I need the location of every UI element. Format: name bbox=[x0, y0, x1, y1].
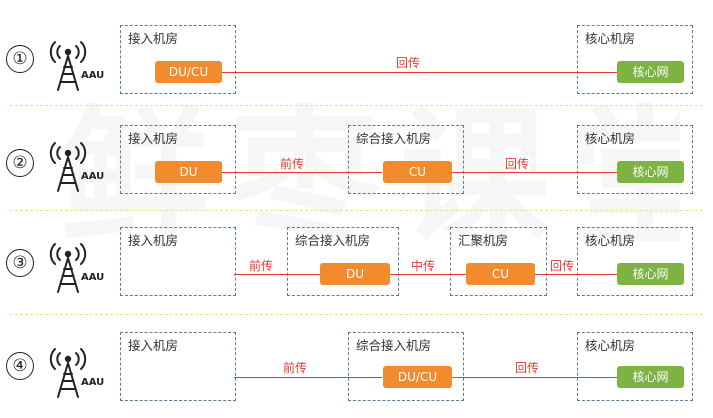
room-title: 核心机房 bbox=[585, 233, 636, 248]
room-title: 接入机房 bbox=[128, 338, 179, 353]
core-network-box: 核心网 bbox=[617, 366, 684, 388]
fronthaul-link bbox=[234, 377, 382, 378]
core-network-box: 核心网 bbox=[617, 263, 684, 285]
backhaul-link bbox=[452, 377, 618, 378]
aau-label: AAU bbox=[81, 171, 105, 182]
aau-label: AAU bbox=[81, 70, 105, 81]
row-3: ③ AAU 接入机房 综合接入机房 汇聚机房 核心机房 前传 中传 回传 DU … bbox=[0, 210, 713, 314]
integrated-access-room: 综合接入机房 bbox=[348, 125, 464, 194]
row-4: ④ AAU 接入机房 综合接入机房 核心机房 前传 回传 DU/CU 核心网 bbox=[0, 314, 713, 418]
midhaul-link bbox=[390, 274, 466, 275]
fronthaul-label: 前传 bbox=[281, 359, 309, 376]
du-cu-box: DU/CU bbox=[383, 366, 452, 388]
backhaul-label: 回传 bbox=[503, 155, 531, 172]
backhaul-label: 回传 bbox=[548, 257, 576, 274]
row-number: ② bbox=[6, 149, 34, 177]
aau-label: AAU bbox=[81, 377, 105, 388]
row-separator bbox=[10, 210, 703, 211]
room-title: 汇聚机房 bbox=[458, 233, 509, 248]
core-network-box: 核心网 bbox=[617, 61, 684, 83]
room-title: 核心机房 bbox=[585, 338, 636, 353]
room-title: 接入机房 bbox=[128, 131, 179, 146]
access-room: 接入机房 bbox=[120, 125, 236, 194]
du-box: DU bbox=[320, 263, 390, 285]
row-number: ③ bbox=[6, 249, 34, 277]
fronthaul-link bbox=[222, 172, 382, 173]
radio-tower-icon bbox=[44, 135, 114, 195]
room-title: 综合接入机房 bbox=[356, 131, 432, 146]
radio-tower-icon bbox=[44, 34, 114, 94]
cu-box: CU bbox=[466, 263, 535, 285]
du-cu-box: DU/CU bbox=[155, 61, 222, 83]
fronthaul-link bbox=[234, 274, 320, 275]
room-title: 综合接入机房 bbox=[356, 338, 432, 353]
row-separator bbox=[10, 105, 703, 106]
integrated-access-room: 综合接入机房 bbox=[348, 332, 464, 401]
access-room: 接入机房 bbox=[120, 227, 236, 296]
fronthaul-label: 前传 bbox=[278, 155, 306, 172]
row-number: ④ bbox=[6, 352, 34, 380]
aau-label: AAU bbox=[81, 272, 105, 283]
cu-box: CU bbox=[383, 161, 452, 183]
du-box: DU bbox=[155, 161, 222, 183]
row-1: ① AAU 接入机房 核心机房 回传 DU/CU 核心网 bbox=[0, 0, 713, 104]
row-separator bbox=[10, 314, 703, 315]
access-room: 接入机房 bbox=[120, 25, 236, 94]
midhaul-label: 中传 bbox=[409, 257, 437, 274]
core-room: 核心机房 bbox=[577, 125, 693, 194]
backhaul-link bbox=[535, 274, 618, 275]
room-title: 综合接入机房 bbox=[295, 233, 371, 248]
room-title: 核心机房 bbox=[585, 131, 636, 146]
fronthaul-label: 前传 bbox=[247, 257, 275, 274]
aggregation-room: 汇聚机房 bbox=[450, 227, 547, 296]
core-room: 核心机房 bbox=[577, 332, 693, 401]
core-room: 核心机房 bbox=[577, 227, 693, 296]
core-network-box: 核心网 bbox=[617, 161, 684, 183]
radio-tower-icon bbox=[44, 236, 114, 296]
room-title: 接入机房 bbox=[128, 233, 179, 248]
row-2: ② AAU 接入机房 综合接入机房 核心机房 前传 回传 DU CU 核心网 bbox=[0, 105, 713, 209]
radio-tower-icon bbox=[44, 341, 114, 401]
access-room: 接入机房 bbox=[120, 332, 236, 401]
backhaul-label: 回传 bbox=[513, 359, 541, 376]
backhaul-link bbox=[452, 172, 618, 173]
backhaul-link bbox=[222, 72, 618, 73]
core-room: 核心机房 bbox=[577, 25, 693, 94]
row-number: ① bbox=[6, 45, 34, 73]
backhaul-label: 回传 bbox=[394, 54, 422, 71]
room-title: 接入机房 bbox=[128, 31, 179, 46]
integrated-access-room: 综合接入机房 bbox=[287, 227, 399, 296]
room-title: 核心机房 bbox=[585, 31, 636, 46]
